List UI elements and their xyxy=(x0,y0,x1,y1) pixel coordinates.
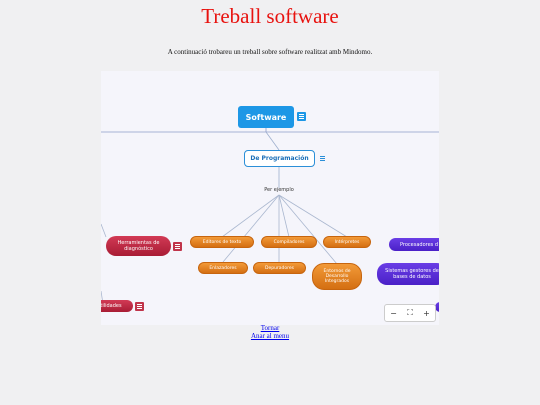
node-de-programacion[interactable]: De Programación xyxy=(244,150,315,167)
back-link[interactable]: Tornar xyxy=(260,324,280,332)
footer-links: Tornar Anar al menu xyxy=(0,324,540,340)
leaf-node-editores[interactable]: Editores de texto xyxy=(190,236,254,248)
note-icon[interactable] xyxy=(135,302,144,311)
intro-text: A continuació trobareu un treball sobre … xyxy=(167,48,373,56)
mindmap-canvas[interactable]: Software De Programación Per ejemplo Edi… xyxy=(101,71,439,325)
zoom-controls: − ⛶ + xyxy=(384,304,436,322)
note-icon[interactable] xyxy=(318,154,327,163)
leaf-node-compiladores[interactable]: Compiladores xyxy=(261,236,317,248)
node-herramientas-diagnostico[interactable]: Herramientas de diagnóstico xyxy=(106,236,171,256)
node-partial-right[interactable] xyxy=(435,302,439,312)
leaf-node-interpretes[interactable]: Intérpretes xyxy=(323,236,371,248)
zoom-in-button[interactable]: + xyxy=(423,308,430,318)
note-icon[interactable] xyxy=(173,242,182,251)
root-node-software[interactable]: Software xyxy=(238,106,294,128)
note-icon[interactable] xyxy=(297,112,306,121)
node-procesadores[interactable]: Procesadores d xyxy=(389,238,439,251)
leaf-node-ide[interactable]: Entornos de Desarrollo Integrados xyxy=(312,263,362,290)
page-title: Treball software xyxy=(201,4,339,28)
node-sistemas-gestores[interactable]: Sistemas gestores de bases de datos xyxy=(377,263,439,285)
menu-link[interactable]: Anar al menu xyxy=(250,332,290,340)
zoom-out-button[interactable]: − xyxy=(390,308,397,318)
node-utilidades[interactable]: tilidades xyxy=(101,300,133,312)
fit-to-screen-icon[interactable]: ⛶ xyxy=(407,308,413,317)
leaf-node-depuradores[interactable]: Depuradores xyxy=(253,262,306,274)
example-label: Per ejemplo xyxy=(264,187,294,193)
leaf-node-enlazadores[interactable]: Enlazadores xyxy=(198,262,248,274)
